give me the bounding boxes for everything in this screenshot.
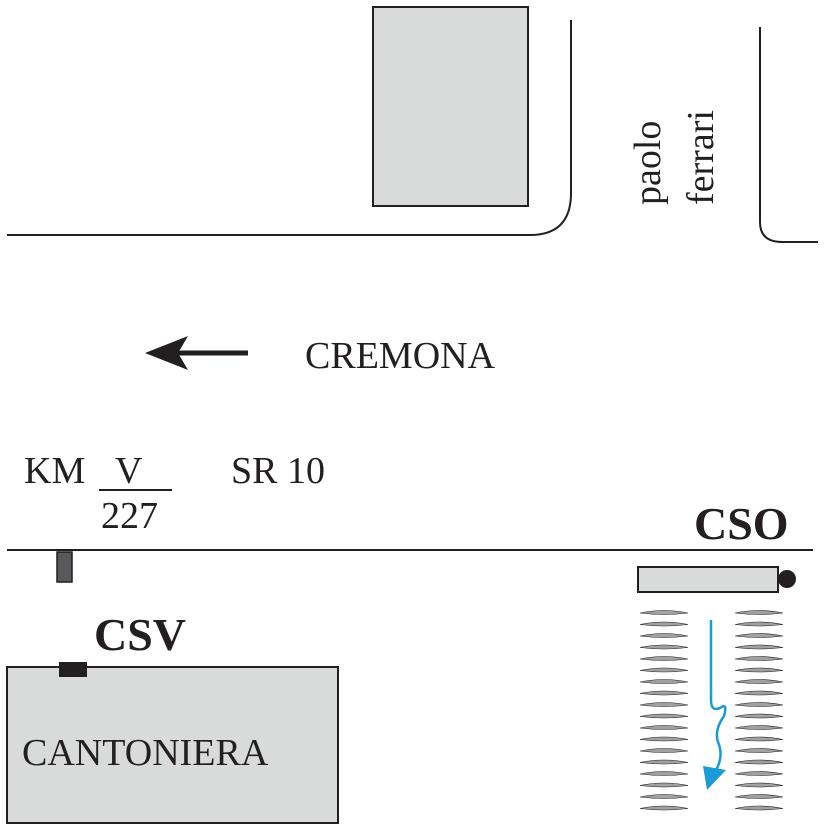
cso-structure (637, 566, 779, 593)
km-numerator: V (115, 450, 143, 492)
street-name-line2: ferrari (680, 110, 722, 205)
leaf-mark (639, 782, 689, 788)
flow-arrow-icon (703, 620, 727, 790)
leaf-mark (734, 736, 784, 742)
leaf-mark (734, 771, 784, 776)
leaf-mark (639, 644, 689, 650)
leaf-mark (639, 771, 689, 776)
leaf-mark (734, 782, 784, 788)
leaf-mark (639, 759, 689, 765)
leaf-mark (639, 610, 689, 615)
csv-label: CSV (94, 609, 186, 660)
leaf-mark (639, 667, 689, 673)
km-denominator: 227 (101, 495, 158, 537)
leaf-mark (639, 679, 689, 684)
leaf-mark (639, 725, 689, 730)
csv-marker (59, 662, 87, 677)
leaf-mark (734, 610, 784, 615)
leaf-mark (639, 794, 689, 799)
direction-label: CREMONA (305, 335, 496, 377)
road-label: SR 10 (231, 450, 325, 492)
outlet-dot-icon (778, 570, 796, 588)
leaf-mark (639, 621, 689, 627)
leaf-mark (734, 644, 784, 650)
leaf-mark (639, 748, 689, 753)
km-post-marker (56, 551, 73, 583)
building-block-north (372, 6, 529, 207)
leaf-mark (639, 736, 689, 742)
leaf-mark (639, 690, 689, 696)
cso-label: CSO (694, 498, 789, 549)
leaf-mark (734, 702, 784, 707)
leaf-mark (734, 759, 784, 765)
leaf-mark (734, 713, 784, 719)
left-arrow-icon (145, 336, 248, 370)
road-edge-north (7, 20, 572, 236)
leaf-mark (734, 794, 784, 799)
discharge-channel-vegetation (639, 610, 784, 811)
leaf-mark (734, 656, 784, 661)
km-prefix: KM (24, 450, 85, 492)
leaf-mark (734, 725, 784, 730)
leaf-mark (734, 805, 784, 811)
leaf-mark (734, 690, 784, 696)
leaf-mark (639, 656, 689, 661)
leaf-mark (734, 667, 784, 673)
leaf-mark (734, 621, 784, 627)
leaf-mark (639, 713, 689, 719)
leaf-mark (734, 633, 784, 638)
leaf-mark (639, 633, 689, 638)
leaf-mark (734, 679, 784, 684)
building-label: CANTONIERA (22, 732, 269, 774)
road-edge-paolo-ferrari-east (759, 27, 818, 243)
leaf-mark (639, 702, 689, 707)
leaf-mark (639, 805, 689, 811)
leaf-mark (734, 748, 784, 753)
street-name-line1: paolo (627, 121, 669, 205)
building-cantoniera (6, 666, 339, 824)
